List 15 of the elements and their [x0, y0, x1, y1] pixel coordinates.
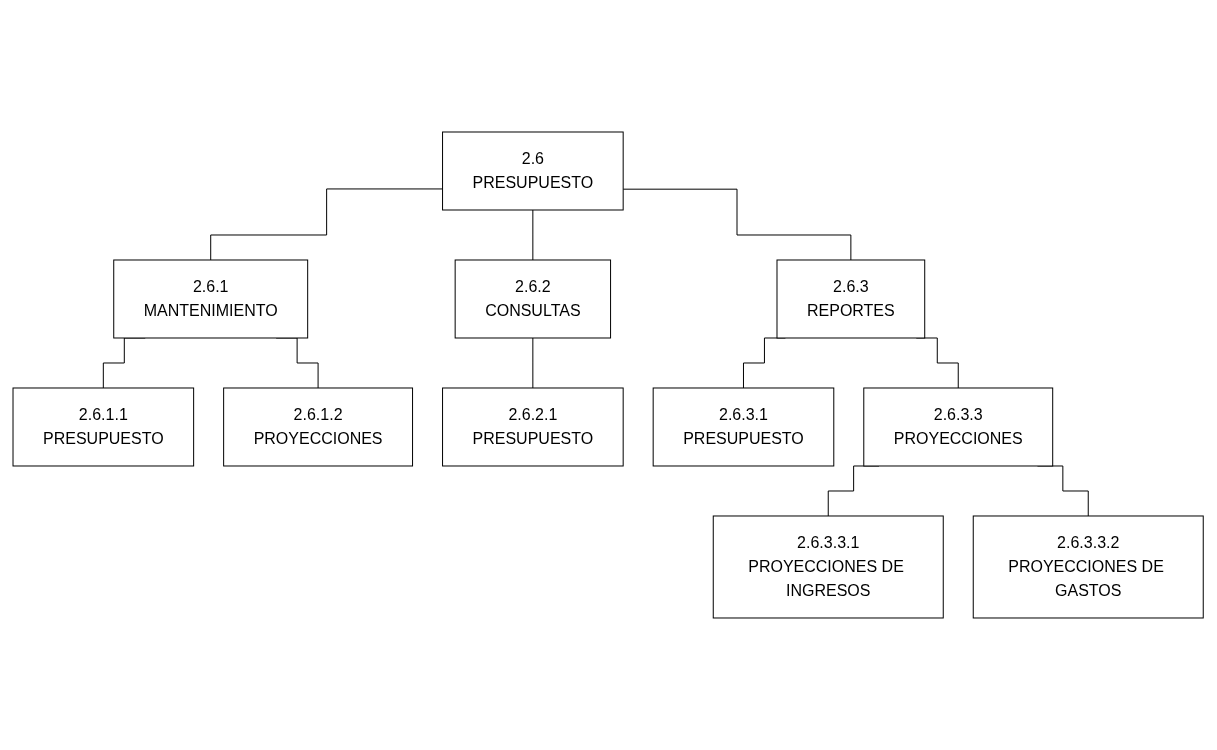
connector	[532, 209, 534, 261]
node-box: 2.6.1.2 PROYECCIONES	[223, 387, 414, 467]
connector	[623, 188, 852, 261]
node-box: 2.6.1 MANTENIMIENTO	[113, 259, 309, 339]
connector	[210, 188, 444, 261]
node-box: 2.6.3.3 PROYECCIONES	[863, 387, 1054, 467]
node-box: 2.6 PRESUPUESTO	[442, 131, 625, 211]
node-box: 2.6.1.1 PRESUPUESTO	[12, 387, 195, 467]
connector	[532, 337, 534, 389]
node-box: 2.6.3.3.1 PROYECCIONES DE INGRESOS	[713, 515, 945, 619]
node-box: 2.6.3.3.2 PROYECCIONES DE GASTOS	[973, 515, 1205, 619]
node-box: 2.6.2 CONSULTAS	[455, 259, 612, 339]
node-box: 2.6.2.1 PRESUPUESTO	[442, 387, 625, 467]
node-box: 2.6.3 REPORTES	[776, 259, 926, 339]
node-box: 2.6.3.1 PRESUPUESTO	[653, 387, 835, 467]
